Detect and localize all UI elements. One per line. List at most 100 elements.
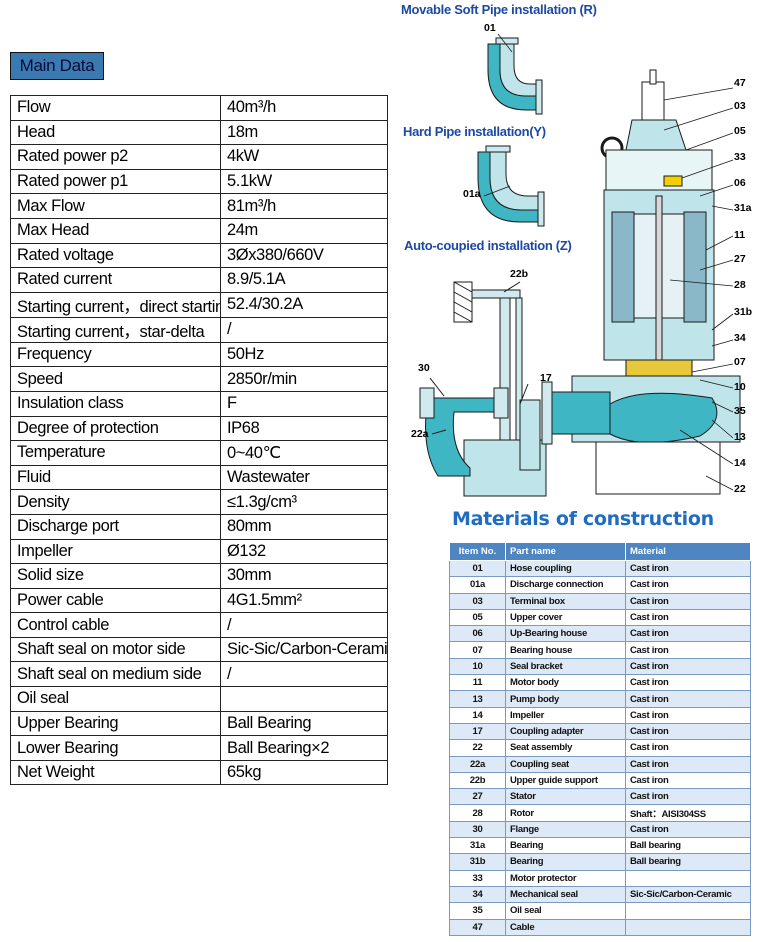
main-data-value: Ball Bearing×2 <box>220 735 388 761</box>
materials-part-name: Upper guide support <box>505 771 626 790</box>
part-label: 31b <box>734 306 753 318</box>
materials-material: Cast iron <box>625 788 751 806</box>
materials-part-name: Oil seal <box>505 902 626 920</box>
materials-item-no: 33 <box>449 869 506 887</box>
part-label: 28 <box>734 279 746 291</box>
materials-item-no: 47 <box>449 918 506 936</box>
materials-material: Cast iron <box>625 739 751 757</box>
materials-part-name: Coupling adapter <box>505 722 626 741</box>
materials-material: Cast iron <box>625 608 751 627</box>
materials-item-no: 30 <box>449 820 506 839</box>
main-data-key: Control cable <box>10 612 221 638</box>
materials-part-name: Seat assembly <box>505 739 626 757</box>
main-data-value: 30mm <box>220 563 388 589</box>
materials-item-no: 11 <box>449 674 506 692</box>
materials-part-name: Upper cover <box>505 608 626 627</box>
materials-item-no: 22 <box>449 739 506 757</box>
main-data-value: 3Øx380/660V <box>220 242 388 269</box>
part-label: 47 <box>734 77 746 89</box>
materials-material: Cast iron <box>625 657 751 676</box>
main-data-row: Control cable/ <box>10 612 388 638</box>
materials-part-name: Bearing <box>505 837 626 855</box>
materials-item-no: 01 <box>449 559 506 578</box>
materials-material: Cast iron <box>625 690 751 708</box>
materials-item-no: 10 <box>449 657 506 676</box>
main-data-value: / <box>220 661 388 688</box>
materials-item-no: 13 <box>449 690 506 708</box>
materials-item-no: 14 <box>449 706 506 724</box>
main-data-key: Net Weight <box>10 759 221 786</box>
main-data-key: Speed <box>10 366 221 392</box>
part-label: 22b <box>510 268 529 280</box>
main-data-key: Oil seal <box>10 686 221 712</box>
materials-material: Sic-Sic/Carbon-Ceramic <box>625 885 751 904</box>
materials-material: Cast iron <box>625 576 751 594</box>
main-data-key: Insulation class <box>10 390 221 417</box>
materials-part-name: Flange <box>505 820 626 839</box>
materials-material: Ball bearing <box>625 837 751 855</box>
part-label: 34 <box>734 332 746 344</box>
part-label: 05 <box>734 125 746 137</box>
materials-item-no: 28 <box>449 804 506 822</box>
materials-title: Materials of construction <box>452 508 714 530</box>
materials-material: Cast iron <box>625 755 751 773</box>
materials-item-no: 06 <box>449 625 506 643</box>
materials-part-name: Bearing <box>505 853 626 871</box>
main-data-value: 4kW <box>220 144 388 170</box>
main-data-key: Impeller <box>10 538 221 565</box>
main-data-key: Max Head <box>10 217 221 244</box>
materials-material: Cast iron <box>625 722 751 741</box>
leader-lines <box>483 33 734 491</box>
soft-pipe-title: Movable Soft Pipe installation (R) <box>401 2 597 17</box>
materials-part-name: Cable <box>505 918 626 936</box>
main-data-value: / <box>220 612 388 638</box>
materials-part-name: Hose coupling <box>505 559 626 578</box>
materials-part-name: Motor body <box>505 674 626 692</box>
main-data-value <box>220 686 388 712</box>
main-data-heading: Main Data <box>10 52 104 80</box>
part-label: 07 <box>734 356 746 368</box>
materials-item-no: 07 <box>449 641 506 659</box>
materials-material <box>625 918 751 936</box>
part-label: 35 <box>734 405 746 417</box>
main-data-value: IP68 <box>220 415 388 442</box>
materials-material: Cast iron <box>625 674 751 692</box>
part-label: 22 <box>734 483 746 495</box>
materials-item-no: 05 <box>449 608 506 627</box>
pump-section-drawing <box>541 69 741 495</box>
materials-header-material: Material <box>625 542 751 561</box>
materials-part-name: Terminal box <box>505 592 626 610</box>
materials-part-name: Motor protector <box>505 869 626 887</box>
part-label: 10 <box>734 381 746 393</box>
part-label: 03 <box>734 100 746 112</box>
materials-header-item: Item No. <box>449 542 506 561</box>
main-data-key: Rated current <box>10 267 221 293</box>
main-data-value: 81m³/h <box>220 193 388 219</box>
materials-material: Cast iron <box>625 706 751 724</box>
part-label: 22a <box>411 428 429 440</box>
